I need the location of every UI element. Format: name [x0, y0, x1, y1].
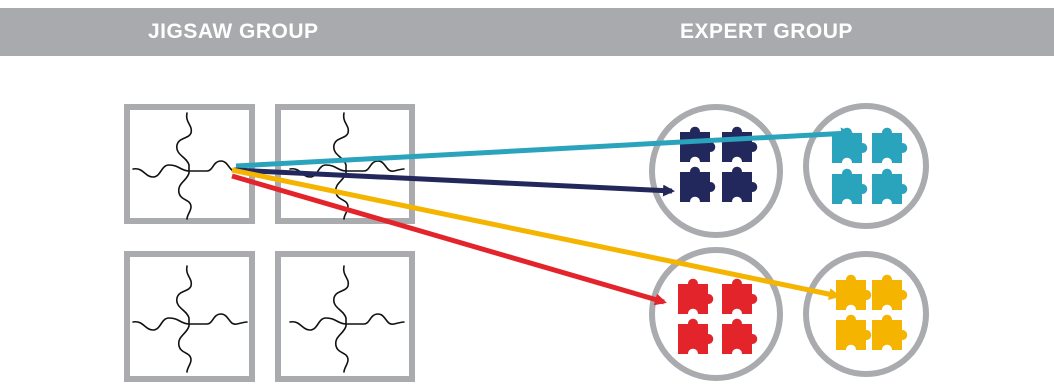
arrow-teal [235, 127, 853, 169]
expert-circle-navy [649, 104, 783, 238]
jigsaw-tile-3 [124, 251, 255, 382]
arrow-red [231, 173, 667, 306]
jigsaw-tile-4 [275, 251, 415, 382]
jigsaw-group-title: JIGSAW GROUP [148, 20, 319, 43]
arrow-navy [233, 167, 675, 197]
header-bar: JIGSAW GROUP EXPERT GROUP [0, 8, 1054, 56]
expert-circle-red [649, 247, 783, 381]
expert-circle-teal [803, 103, 929, 229]
expert-group-title: EXPERT GROUP [680, 20, 853, 43]
arrow-yellow [231, 167, 841, 301]
expert-circle-yellow [803, 251, 929, 377]
jigsaw-tile-1 [124, 104, 255, 224]
